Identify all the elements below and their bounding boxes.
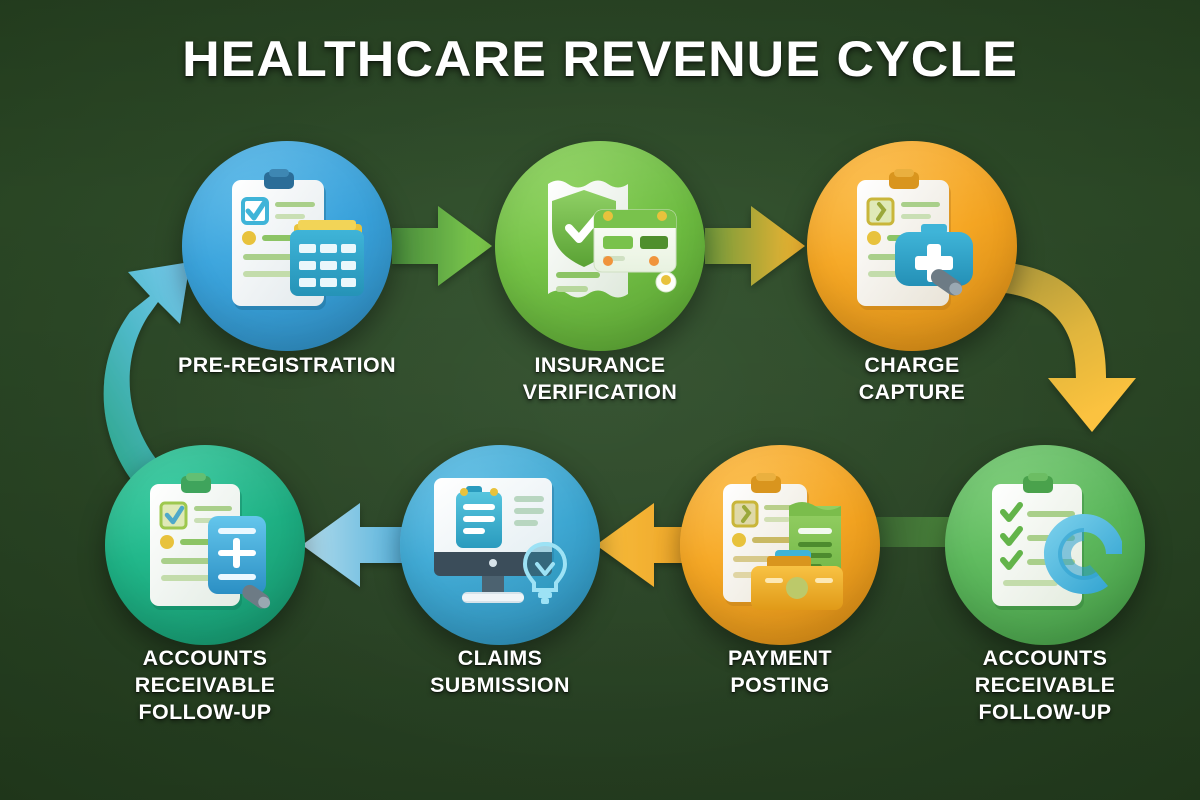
clipboard-report-magnifier-icon (130, 470, 282, 627)
clipboard-invoice-wallet-icon (707, 470, 857, 627)
node-label-claims-submission: CLAIMS SUBMISSION (430, 647, 570, 697)
node-label-insurance-verification: INSURANCE VERIFICATION (522, 354, 678, 404)
arrow-charge-capture-to-accounts-receivable (996, 262, 1136, 432)
node-circle-insurance-verification (495, 141, 705, 351)
arrow-payment-posting-to-claims (596, 503, 700, 587)
clipboard-checklist-card-icon (212, 168, 368, 331)
clipboard-medical-kit-magnifier-icon (837, 168, 993, 331)
arrow-claims-to-accounts-receivable-followup (302, 503, 406, 587)
node-label-accounts-receivable-followup-right: ACCOUNTS RECEIVABLE FOLLOW-UP (974, 647, 1116, 724)
arrow-accounts-receivable-followup-to-pre-registration (103, 262, 190, 486)
node-label-accounts-receivable-followup-left: ACCOUNTS RECEIVABLE FOLLOW-UP (134, 647, 276, 724)
clipboard-checklist-phone-icon (972, 470, 1124, 627)
node-label-payment-posting: PAYMENT POSTING (727, 647, 833, 697)
page-title: HEALTHCARE REVENUE CYCLE (182, 31, 1018, 87)
node-label-charge-capture: CHARGE CAPTURE (858, 354, 966, 404)
document-shield-insurance-card-icon (522, 166, 680, 331)
monitor-clipboard-lightbulb-icon (424, 472, 576, 627)
node-label-pre-registration: PRE-REGISTRATION (178, 354, 396, 377)
arrow-pre-registration-to-insurance (392, 206, 492, 286)
arrow-insurance-to-charge-capture (705, 206, 805, 286)
